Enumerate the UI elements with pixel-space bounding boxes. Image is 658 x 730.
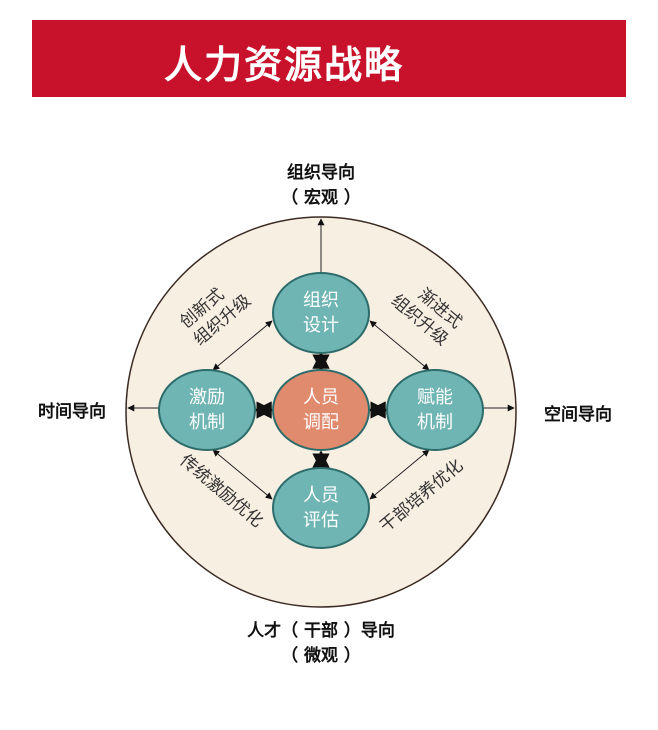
axis-arrows bbox=[127, 218, 515, 500]
node-right-line2: 机制 bbox=[417, 412, 453, 433]
node-bottom: 人员 评估 bbox=[272, 467, 370, 549]
axis-top-line1: 组织导向 bbox=[287, 162, 355, 183]
title-banner: 人力资源战略 bbox=[32, 20, 626, 97]
axis-left: 时间导向 bbox=[38, 401, 106, 422]
node-center: 人员 调配 bbox=[272, 369, 370, 451]
node-center-line1: 人员 bbox=[303, 387, 339, 408]
edge-top-right bbox=[369, 320, 430, 371]
node-center-line2: 调配 bbox=[303, 412, 339, 433]
node-right-line1: 赋能 bbox=[417, 387, 453, 408]
node-left: 激励 机制 bbox=[158, 369, 256, 451]
node-top-line2: 设计 bbox=[303, 315, 339, 336]
node-top: 组织 设计 bbox=[272, 272, 370, 354]
edge-bottom-left bbox=[212, 449, 273, 500]
axis-top-line2: （ 宏观 ） bbox=[281, 187, 361, 208]
node-left-line2: 机制 bbox=[189, 412, 225, 433]
node-right: 赋能 机制 bbox=[386, 369, 484, 451]
node-top-line1: 组织 bbox=[303, 290, 339, 311]
axis-right: 空间导向 bbox=[544, 404, 612, 425]
page-title: 人力资源战略 bbox=[164, 42, 405, 87]
edge-bottom-right bbox=[369, 449, 430, 500]
axis-bottom-line1: 人才（ 干部 ）导向 bbox=[247, 620, 395, 641]
edge-top-left bbox=[212, 320, 273, 371]
node-bottom-line1: 人员 bbox=[303, 485, 339, 506]
node-bottom-line2: 评估 bbox=[303, 510, 339, 531]
axis-bottom-line2: （ 微观 ） bbox=[281, 645, 361, 666]
node-left-line1: 激励 bbox=[189, 387, 225, 408]
